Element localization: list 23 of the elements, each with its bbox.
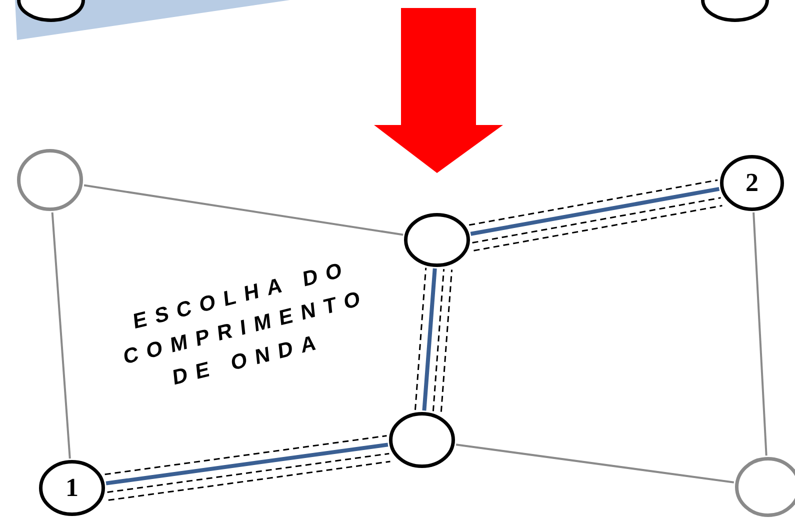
node-number: 2 [746, 170, 758, 196]
dashed-link-line [440, 270, 453, 412]
dashed-link-line [432, 269, 445, 412]
link-line [456, 444, 734, 484]
node-number: 1 [66, 475, 78, 501]
link-line [84, 184, 404, 236]
node-circle [17, 149, 83, 211]
dashed-link-line [414, 268, 427, 410]
link-line [51, 212, 71, 459]
node-circle [404, 213, 470, 267]
node-circle [39, 460, 105, 516]
dashed-link-line [107, 452, 390, 493]
dashed-link-line [108, 460, 390, 501]
link-line [422, 268, 437, 411]
node-circle [389, 412, 455, 468]
dashed-link-line [468, 179, 718, 226]
link-line [752, 212, 768, 456]
dashed-link-line [104, 435, 387, 476]
node-circle [720, 155, 784, 211]
dashed-link-line [474, 204, 722, 252]
link-line [106, 442, 388, 486]
link-line [470, 186, 720, 236]
dashed-link-line [472, 197, 721, 244]
